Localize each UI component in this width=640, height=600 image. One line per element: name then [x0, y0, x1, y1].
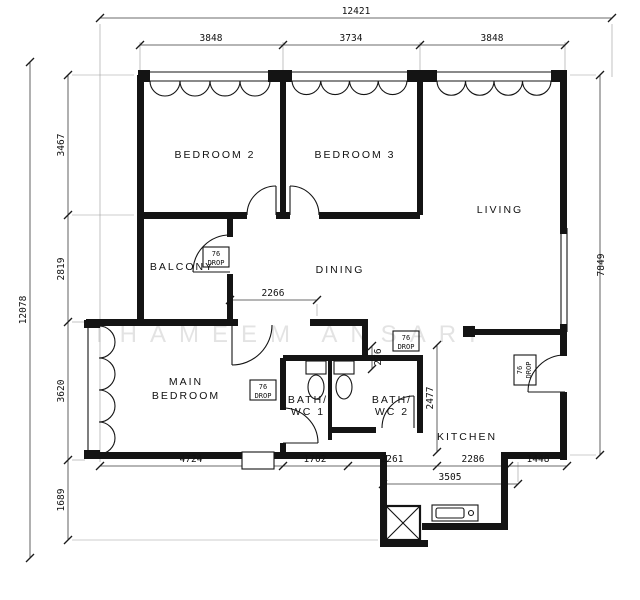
bedroom2-window-arcs — [149, 80, 271, 97]
dimension-labels: 12421 3848 3734 3848 12078 3467 2819 362… — [18, 6, 607, 511]
room-label-bath2-line2: WC 2 — [375, 406, 409, 418]
room-labels: BEDROOM 2 BEDROOM 3 LIVING BALCONY DININ… — [150, 149, 523, 443]
room-label-bath1-line1: BATH/ — [288, 394, 328, 406]
drop-label-kitchen-entry: DROP — [398, 343, 415, 351]
kitchen-door-arc — [527, 354, 566, 393]
room-label-living: LIVING — [477, 204, 523, 216]
room-label-balcony: BALCONY — [150, 261, 214, 273]
windows — [87, 71, 568, 458]
room-label-main-bedroom-line2: BEDROOM — [152, 390, 220, 402]
toilet2-bowl-icon — [335, 374, 353, 400]
dim-bottom-seg4: 2286 — [462, 454, 485, 465]
dim-bottom-seg5: 1448 — [527, 454, 550, 465]
toilet1-cistern-icon — [305, 360, 327, 375]
dim-bottom-seg1: 4724 — [180, 454, 203, 465]
room-label-dining: DINING — [316, 264, 365, 276]
walls — [84, 70, 567, 547]
bay-window-arcs — [98, 325, 116, 455]
dim-top-seg2: 3734 — [340, 33, 363, 44]
dim-left-seg3: 3620 — [56, 379, 67, 402]
dim-top-seg3: 3848 — [481, 33, 504, 44]
extension-lines — [72, 24, 613, 541]
bath2-door-arc — [381, 395, 415, 429]
dim-left-seg4: 1689 — [56, 488, 67, 511]
window-ledge — [241, 451, 275, 470]
dim-left-seg1: 3467 — [56, 134, 67, 157]
drop-value-kitchen-door: 76 — [516, 366, 524, 374]
drop-label-bath1: DROP — [255, 392, 272, 400]
dimension-lines — [29, 17, 612, 558]
drop-box-bath1 — [249, 379, 277, 401]
kitchen-sink-tap — [467, 509, 475, 517]
dim-bottom-seg2: 1702 — [304, 454, 327, 465]
drop-value-bath1: 76 — [259, 383, 267, 391]
dim-overall-height: 12078 — [18, 295, 29, 324]
bath1-door-arc — [282, 407, 319, 444]
drop-value-balcony: 76 — [212, 250, 220, 258]
dim-kitchen-depth: 2477 — [425, 387, 436, 410]
drop-value-kitchen-entry: 76 — [402, 334, 410, 342]
room-label-bath2-line1: BATH/ — [372, 394, 412, 406]
bedroom2-door-arc — [246, 185, 277, 216]
main-bedroom-door-arc — [231, 324, 273, 366]
room-label-bedroom2: BEDROOM 2 — [174, 149, 255, 161]
dim-bottom-seg3: 2261 — [381, 454, 404, 465]
bedroom3-window-arcs — [291, 80, 408, 96]
drop-box-balcony — [202, 246, 230, 268]
drop-notes: 76 DROP 76 DROP 76 DROP 76 DROP — [202, 246, 537, 401]
kitchen-sink-basin — [435, 507, 465, 519]
dimension-ticks — [25, 13, 617, 563]
dim-top-seg1: 3848 — [200, 33, 223, 44]
living-window-arcs — [436, 80, 552, 96]
drop-box-kitchen-door — [513, 354, 537, 386]
doors — [192, 185, 566, 444]
drop-label-balcony: DROP — [208, 259, 225, 267]
drop-label-kitchen-door: DROP — [525, 362, 533, 379]
fixtures — [241, 360, 479, 542]
toilet2-cistern-icon — [333, 360, 355, 375]
dim-left-seg2: 2819 — [56, 257, 67, 280]
room-label-bath1-line2: WC 1 — [291, 406, 325, 418]
chute-cross-line2 — [385, 505, 421, 541]
dim-overall-width: 12421 — [342, 6, 371, 17]
dim-wall-276: 276 — [373, 348, 384, 365]
room-label-kitchen: KITCHEN — [437, 431, 497, 443]
drop-box-kitchen-entry — [392, 330, 420, 352]
dim-balcony-opening: 2266 — [262, 288, 285, 299]
balcony-door-arc — [192, 234, 231, 273]
toilet1-bowl-icon — [307, 374, 325, 400]
room-label-main-bedroom-line1: MAIN — [169, 376, 203, 388]
dim-bottom-span: 3505 — [439, 472, 462, 483]
bedroom3-door-arc — [289, 185, 320, 216]
room-label-bedroom3: BEDROOM 3 — [314, 149, 395, 161]
dim-right-height: 7849 — [596, 253, 607, 276]
